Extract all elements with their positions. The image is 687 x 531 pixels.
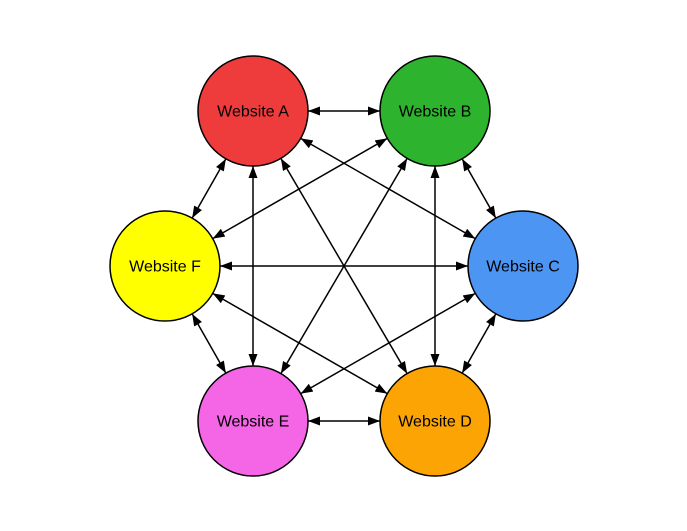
- node-circle-a: [197, 55, 309, 167]
- edge-f-a: [191, 158, 227, 219]
- edges-layer: [191, 106, 497, 426]
- edge-e-f: [191, 313, 227, 374]
- node-label-f: Website F: [129, 259, 201, 276]
- node-website-e: Website E: [197, 365, 309, 477]
- node-website-a: Website A: [197, 55, 309, 167]
- node-label-c: Website C: [486, 259, 560, 276]
- edge-c-d: [461, 313, 497, 374]
- node-label-a: Website A: [217, 104, 289, 121]
- node-circle-b: [379, 55, 491, 167]
- edge-b-c: [461, 158, 497, 219]
- nodes-layer: Website A Website B Website C Website D Webs…: [109, 55, 579, 477]
- node-label-d: Website D: [398, 414, 472, 431]
- node-circle-c: [467, 210, 579, 322]
- node-website-d: Website D: [379, 365, 491, 477]
- node-website-c: Website C: [467, 210, 579, 322]
- node-circle-e: [197, 365, 309, 477]
- node-website-b: Website B: [379, 55, 491, 167]
- node-circle-d: [379, 365, 491, 477]
- node-website-f: Website F: [109, 210, 221, 322]
- node-circle-f: [109, 210, 221, 322]
- node-label-b: Website B: [399, 104, 472, 121]
- node-label-e: Website E: [217, 414, 290, 431]
